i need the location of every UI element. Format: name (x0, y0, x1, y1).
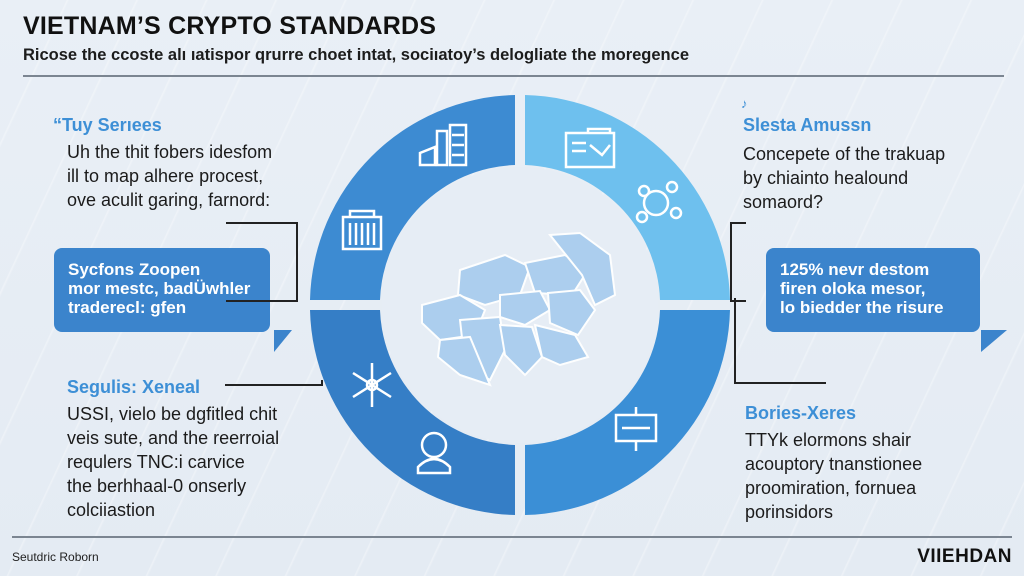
segment-bottom-left (310, 310, 515, 515)
snowflake-icon (352, 363, 392, 407)
section-title-bottom-left: Segulis: Xeneal (67, 377, 201, 397)
segment-top-right (525, 95, 730, 300)
office-building-icon (341, 209, 383, 251)
connector-bottom-right (734, 298, 826, 384)
section-body-bottom-right: TTYk elormons shair acouptory tnanstione… (745, 430, 923, 522)
section-body-bottom-left: USSI, vielo be dgfitled chit veis sute, … (67, 404, 280, 520)
document-folder-icon (564, 127, 616, 169)
connector-bottom-left (225, 380, 323, 386)
circuit-device-icon (614, 407, 658, 451)
building-chart-icon (418, 123, 468, 167)
vietnam-map-icon (421, 231, 617, 387)
page-title: VIETNAM’S CRYPTO STANDARDS (23, 12, 437, 40)
section-title-top-left: “Tuy Serıees (53, 115, 162, 135)
network-cluster-icon (635, 180, 683, 224)
segment-bottom-right (525, 310, 730, 515)
connector-top-right (730, 222, 746, 302)
top-divider (23, 75, 1004, 77)
callout-right: 125% nevr destom firen oloka mesor, lo b… (766, 248, 1007, 352)
bottom-divider (12, 536, 1012, 538)
footer-credit: Seutdric Roborn (12, 550, 99, 564)
callout-left: Sycfons Zoopen mor mestc, badÜwhler trad… (54, 248, 292, 352)
section-title-top-right: Slesta Amussn (743, 115, 872, 135)
footer-brand: VIIEHDAN (917, 546, 1012, 567)
quadrant-wheel (310, 95, 730, 515)
page-subtitle: Ricose the ccoste alı ıatispor qrurre ch… (23, 46, 689, 64)
section-body-top-right: Concepete of the trakuap by chiainto hea… (743, 144, 946, 212)
person-avatar-icon (416, 431, 452, 475)
section-title-bottom-right: Bories-Xeres (745, 403, 857, 423)
connector-top-left (226, 222, 298, 302)
music-note-icon: ♪ (741, 96, 748, 111)
section-body-top-left: Uh the thit fobers idesfom ill to map al… (67, 142, 273, 210)
